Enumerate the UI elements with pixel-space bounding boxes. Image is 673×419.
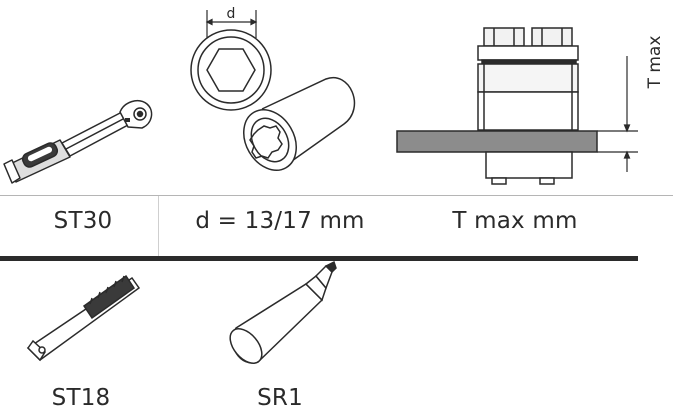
torque-wrench-icon [3,100,153,184]
wire-brush-icon [26,274,141,362]
column-separator [158,196,159,256]
socket-dim-letter: d [227,6,236,22]
spray-label: SR1 [257,385,303,411]
top-divider [0,195,673,196]
wrench-label: ST30 [53,208,113,234]
thickness-label: T max mm [452,208,578,234]
socket-cylinder-icon [243,76,356,171]
socket-dimension-icon [205,10,258,38]
thickness-dim-text: T max [645,36,665,90]
thickness-dimension-icon [597,56,638,172]
brush-label: ST18 [51,385,111,411]
spray-bottle-icon [229,260,337,364]
socket-end-view-icon [190,29,272,111]
clamp-assembly-icon [396,27,598,185]
section-divider [0,256,638,261]
socket-size-label: d = 13/17 mm [195,208,365,234]
